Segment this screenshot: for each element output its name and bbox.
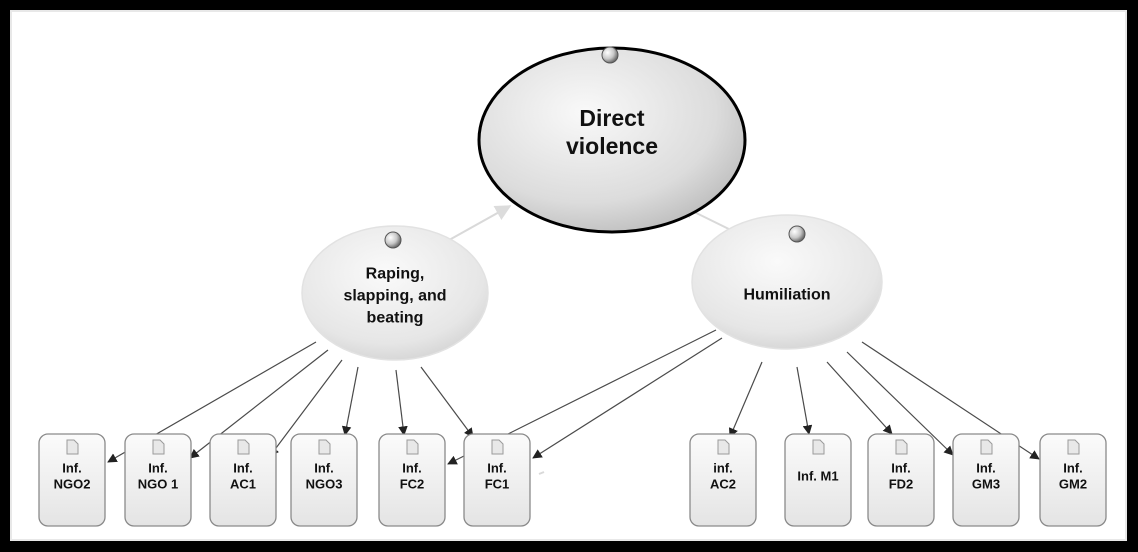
- edge-humiliation-to-ac2: [728, 361, 763, 438]
- source-card-label-line-2: FD2: [889, 477, 914, 492]
- edge-humiliation-to-m1: [796, 366, 813, 435]
- source-card-gm2[interactable]: Inf.GM2: [1039, 433, 1107, 527]
- source-card-label-line-1: Inf. M1: [797, 469, 838, 484]
- theme-node-humiliation[interactable]: Humiliation: [691, 214, 883, 350]
- edge-humiliation-to-fc1: [532, 337, 723, 459]
- source-card-fd2[interactable]: Inf.FD2: [867, 433, 935, 527]
- edges-layer: [107, 204, 1040, 475]
- source-card-label-line-1: Inf.: [148, 461, 168, 476]
- source-card-box: [1039, 433, 1107, 527]
- source-card-box: [952, 433, 1020, 527]
- source-card-label-line-1: Inf.: [487, 461, 507, 476]
- source-card-label-line-1: inf.: [713, 461, 733, 476]
- edge-faint-stub: [538, 471, 545, 475]
- source-card-ngo1[interactable]: Inf.NGO 1: [124, 433, 192, 527]
- source-card-box: [378, 433, 446, 527]
- source-card-label-line-1: Inf.: [1063, 461, 1083, 476]
- document-icon: [895, 439, 908, 455]
- theme-node-knob-icon: [384, 231, 402, 249]
- source-card-box: [209, 433, 277, 527]
- edge-humiliation-to-fd2: [826, 361, 893, 435]
- source-card-fc1[interactable]: Inf.FC1: [463, 433, 531, 527]
- edge-raping-to-ngo3: [341, 366, 359, 436]
- document-icon: [237, 439, 250, 455]
- source-card-box: [290, 433, 358, 527]
- theme-node-ellipse: [691, 214, 883, 350]
- source-card-box: [784, 433, 852, 527]
- document-icon: [406, 439, 419, 455]
- source-card-ac1[interactable]: Inf.AC1: [209, 433, 277, 527]
- theme-node-title-line-1: Humiliation: [743, 287, 830, 304]
- source-card-ngo3[interactable]: Inf.NGO3: [290, 433, 358, 527]
- source-card-box: [689, 433, 757, 527]
- theme-node-title-line-2: slapping, and: [343, 288, 446, 305]
- source-card-ngo2[interactable]: Inf.NGO2: [38, 433, 106, 527]
- source-card-label-line-2: GM3: [972, 477, 1000, 492]
- source-card-box: [38, 433, 106, 527]
- source-card-fc2[interactable]: Inf.FC2: [378, 433, 446, 527]
- document-icon: [980, 439, 993, 455]
- source-card-label-line-2: AC2: [710, 477, 736, 492]
- source-card-box: [867, 433, 935, 527]
- document-icon: [812, 439, 825, 455]
- source-card-label-line-2: NGO 1: [138, 477, 178, 492]
- source-card-box: [463, 433, 531, 527]
- source-card-label-line-2: FC1: [485, 477, 510, 492]
- theme-node-title-line-1: Raping,: [366, 266, 425, 283]
- document-icon: [491, 439, 504, 455]
- source-card-label-line-2: NGO2: [54, 477, 91, 492]
- theme-node-ellipse: [301, 225, 489, 361]
- edge-raping-to-fc1: [420, 366, 474, 438]
- source-card-m1[interactable]: Inf. M1: [784, 433, 852, 527]
- source-card-label-line-2: AC1: [230, 477, 256, 492]
- source-card-label-line-1: Inf.: [976, 461, 996, 476]
- source-card-label-line-1: Inf.: [314, 461, 334, 476]
- source-card-label-line-1: Inf.: [233, 461, 253, 476]
- source-card-ac2[interactable]: inf.AC2: [689, 433, 757, 527]
- document-icon: [318, 439, 331, 455]
- root-node-title-line-2: violence: [566, 133, 658, 159]
- theme-node-raping[interactable]: Raping, slapping, and beating: [301, 225, 489, 361]
- root-node-knob-icon: [601, 46, 619, 64]
- document-icon: [152, 439, 165, 455]
- theme-node-title-line-3: beating: [367, 310, 424, 327]
- edge-raping-to-direct: [441, 205, 512, 245]
- edge-humiliation-to-gm3: [846, 351, 954, 456]
- source-card-label-line-1: Inf.: [62, 461, 82, 476]
- edge-raping-to-fc2: [395, 369, 408, 436]
- root-node-title-line-1: Direct: [579, 105, 645, 131]
- theme-node-knob-icon: [788, 225, 806, 243]
- source-card-label-line-2: FC2: [400, 477, 425, 492]
- edge-raping-to-ac1: [269, 359, 343, 457]
- document-icon: [66, 439, 79, 455]
- document-icon: [717, 439, 730, 455]
- source-card-label-line-2: NGO3: [306, 477, 343, 492]
- source-card-label-line-1: Inf.: [402, 461, 422, 476]
- source-card-box: [124, 433, 192, 527]
- source-card-gm3[interactable]: Inf.GM3: [952, 433, 1020, 527]
- document-icon: [1067, 439, 1080, 455]
- source-card-label-line-1: Inf.: [891, 461, 911, 476]
- source-card-label-line-2: GM2: [1059, 477, 1087, 492]
